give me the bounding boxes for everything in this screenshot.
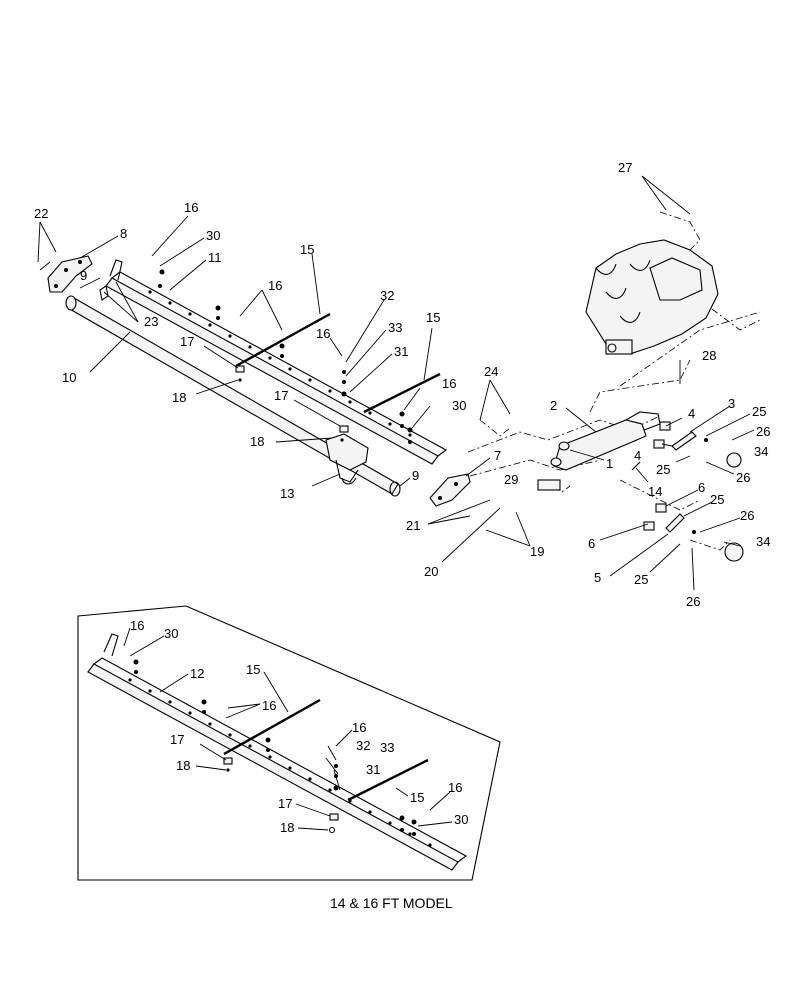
callout-26: 26 xyxy=(686,594,700,609)
main-assembly: 22 8 16 30 11 9 23 15 16 32 33 16 31 15 … xyxy=(34,160,770,609)
callout-16: 16 xyxy=(442,376,456,391)
callout-25: 25 xyxy=(710,492,724,507)
inset-callout-17: 17 xyxy=(278,796,292,811)
callout-9: 9 xyxy=(80,268,87,283)
inset-cutter-bar xyxy=(87,633,468,871)
inset-leader-lines xyxy=(123,627,453,831)
callout-6: 6 xyxy=(588,536,595,551)
callout-21: 21 xyxy=(406,518,420,533)
inset-callout-33: 33 xyxy=(380,740,394,755)
inset-caption: 14 & 16 FT MODEL xyxy=(330,895,453,911)
inset-blade-15a xyxy=(223,698,321,756)
end-bracket-right xyxy=(429,473,471,507)
inset-callout-32: 32 xyxy=(356,738,370,753)
callout-22: 22 xyxy=(34,206,48,221)
callout-34: 34 xyxy=(754,444,768,459)
pins-and-knobs xyxy=(537,421,744,562)
callout-31: 31 xyxy=(394,344,408,359)
callout-25: 25 xyxy=(752,404,766,419)
inset-hardware xyxy=(133,659,417,836)
inset-frame xyxy=(77,605,501,881)
inset-callout-12: 12 xyxy=(190,666,204,681)
inset-callout-16: 16 xyxy=(352,720,366,735)
callout-18: 18 xyxy=(250,434,264,449)
callout-30: 30 xyxy=(452,398,466,413)
callout-25: 25 xyxy=(656,462,670,477)
knife-blade-15b xyxy=(363,372,441,414)
center-support xyxy=(325,433,369,485)
callout-7: 7 xyxy=(494,448,501,463)
callout-9: 9 xyxy=(412,468,419,483)
inset-blade-15b xyxy=(347,758,429,802)
callout-10: 10 xyxy=(62,370,76,385)
inset-callout-15: 15 xyxy=(246,662,260,677)
hardware-fasteners xyxy=(158,269,413,444)
callout-8: 8 xyxy=(120,226,127,241)
inset-callout-15: 15 xyxy=(410,790,424,805)
knife-blade-15a xyxy=(235,312,331,368)
callout-11: 11 xyxy=(208,250,222,265)
callout-4: 4 xyxy=(634,448,641,463)
callout-29: 29 xyxy=(504,472,518,487)
callout-14: 14 xyxy=(648,484,662,499)
callout-3: 3 xyxy=(728,396,735,411)
inset-callout-30: 30 xyxy=(454,812,468,827)
callout-15: 15 xyxy=(426,310,440,325)
inset-callout-30: 30 xyxy=(164,626,178,641)
callout-6: 6 xyxy=(698,480,705,495)
callout-25: 25 xyxy=(634,572,648,587)
callout-20: 20 xyxy=(424,564,438,579)
inset-callout-16: 16 xyxy=(448,780,462,795)
callout-17: 17 xyxy=(180,334,194,349)
callout-15: 15 xyxy=(300,242,314,257)
end-bracket-left xyxy=(39,255,93,293)
callout-2: 2 xyxy=(550,398,557,413)
callout-16: 16 xyxy=(316,326,330,341)
callout-24: 24 xyxy=(484,364,498,379)
callout-26: 26 xyxy=(756,424,770,439)
callout-32: 32 xyxy=(380,288,394,303)
callout-30: 30 xyxy=(206,228,220,243)
callout-26: 26 xyxy=(740,508,754,523)
callout-28: 28 xyxy=(702,348,716,363)
inset-callout-17: 17 xyxy=(170,732,184,747)
callout-16: 16 xyxy=(268,278,282,293)
inset-callout-16: 16 xyxy=(262,698,276,713)
callout-34: 34 xyxy=(756,534,770,549)
callout-27: 27 xyxy=(618,160,632,175)
inset-callout-labels: 16 30 12 15 16 16 32 33 17 31 18 15 16 1… xyxy=(130,618,468,835)
callout-16: 16 xyxy=(184,200,198,215)
callout-33: 33 xyxy=(388,320,402,335)
header-assembly xyxy=(585,239,719,355)
inset-callout-31: 31 xyxy=(366,762,380,777)
cutter-bar-main xyxy=(99,259,448,465)
callout-26: 26 xyxy=(736,470,750,485)
callout-labels: 22 8 16 30 11 9 23 15 16 32 33 16 31 15 … xyxy=(34,160,770,609)
callout-1: 1 xyxy=(606,456,613,471)
callout-19: 19 xyxy=(530,544,544,559)
inset-14-16ft-model: 16 30 12 15 16 16 32 33 17 31 18 15 16 1… xyxy=(77,605,501,911)
tube-main xyxy=(65,295,401,497)
callout-23: 23 xyxy=(144,314,158,329)
callout-13: 13 xyxy=(280,486,294,501)
callout-18: 18 xyxy=(172,390,186,405)
inset-callout-18: 18 xyxy=(280,820,294,835)
callout-5: 5 xyxy=(594,570,601,585)
leader-lines xyxy=(37,175,755,591)
callout-4: 4 xyxy=(688,406,695,421)
inset-callout-16: 16 xyxy=(130,618,144,633)
inset-callout-18: 18 xyxy=(176,758,190,773)
drive-tube xyxy=(550,411,661,471)
callout-17: 17 xyxy=(274,388,288,403)
